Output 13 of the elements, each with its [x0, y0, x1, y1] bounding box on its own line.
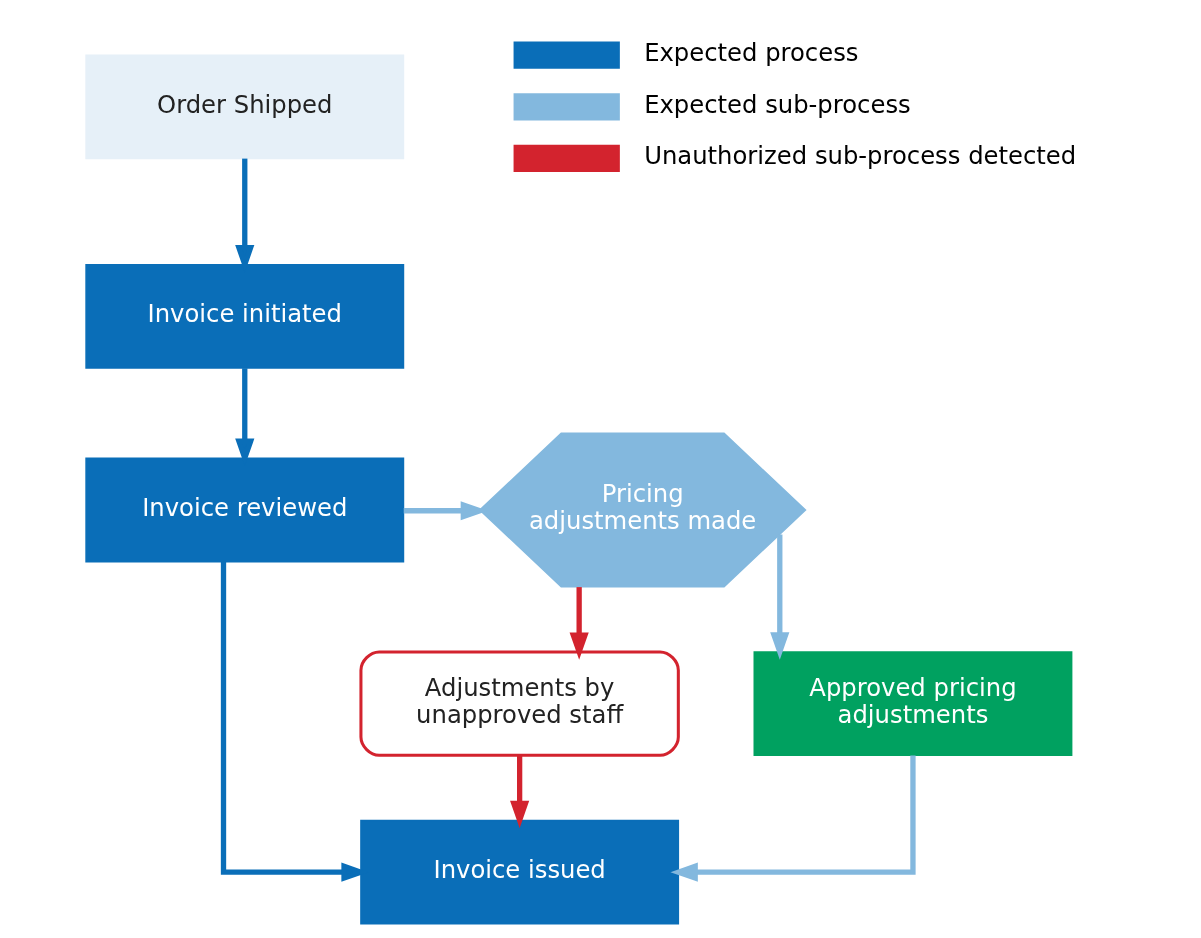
arrow [770, 534, 790, 660]
node-box: Invoice reviewed [85, 457, 405, 563]
node-box: Order Shipped [85, 54, 405, 160]
node-box: Adjustments by unapproved staff [359, 650, 680, 757]
legend-label: Unauthorized sub-process detected [644, 141, 1077, 171]
node-box: Approved pricing adjustments [753, 651, 1073, 756]
node-box: Invoice initiated [85, 264, 405, 369]
legend-label: Expected process [644, 37, 859, 67]
arrow [670, 755, 916, 882]
arrow [569, 587, 589, 660]
legend-label: Expected sub-process [644, 89, 911, 119]
arrow [510, 755, 530, 829]
node-box: Invoice issued [360, 819, 680, 925]
